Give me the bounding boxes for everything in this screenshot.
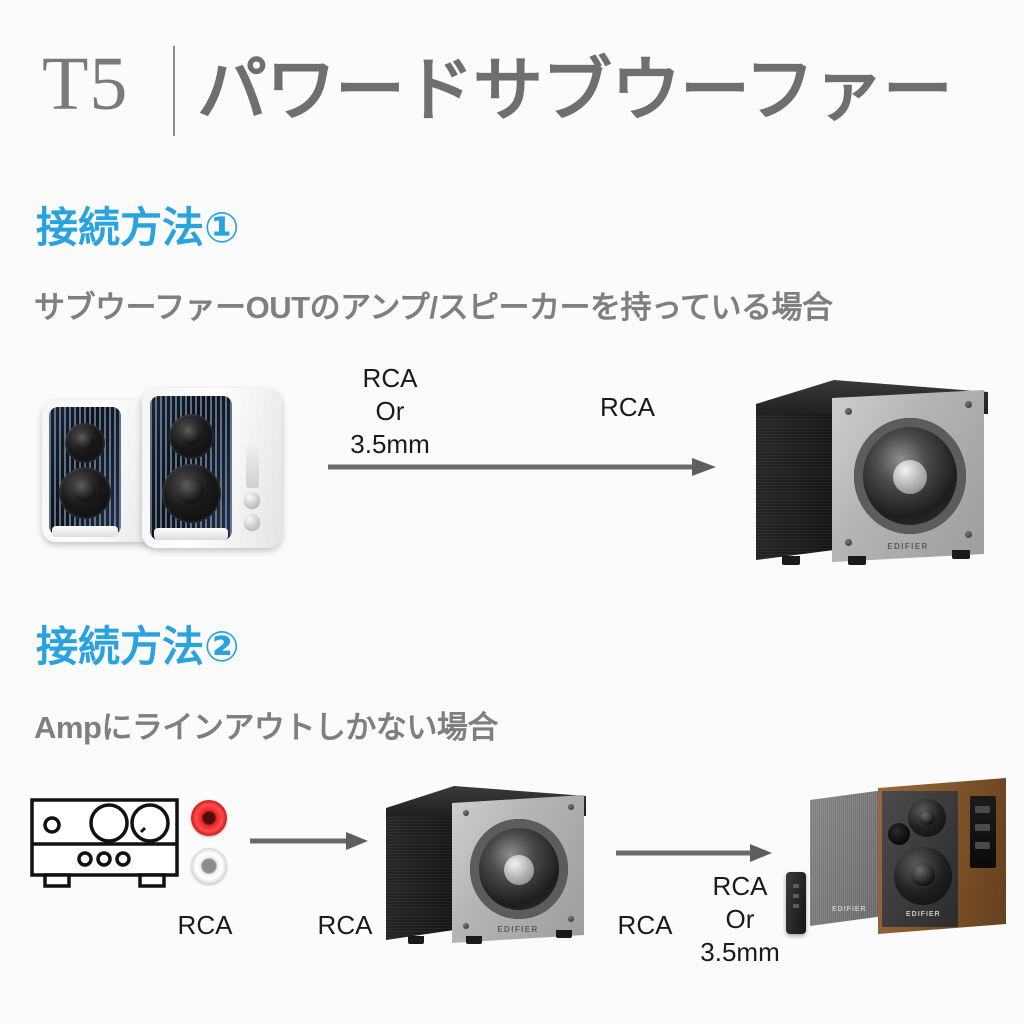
remote-button-1 — [793, 884, 799, 888]
control-panel — [246, 446, 259, 488]
cable-label-line-2: Or — [375, 396, 405, 426]
tweeter-left — [65, 423, 105, 463]
cable-label-line-2: Or — [725, 904, 755, 934]
cable-label-line-3: 3.5mm — [700, 937, 780, 967]
bass-port — [888, 823, 910, 845]
baffle-screw-bl — [845, 539, 852, 546]
section-1-subtitle: サブウーファーOUTのアンプ/スピーカーを持っている場合 — [34, 290, 833, 325]
volume-knob — [244, 492, 260, 508]
model-code: T5 — [42, 42, 129, 126]
volume-knob — [975, 842, 990, 849]
cable-label-sub-out: RCA — [617, 910, 673, 940]
cable-label-amp-out: RCA — [177, 910, 233, 940]
wood-bookshelf-speaker-pair: EDIFIER EDIFIER — [786, 772, 1024, 972]
powered-subwoofer-s2: EDIFIER — [386, 778, 586, 953]
woofer — [894, 847, 952, 905]
subwoofer-foot-3 — [556, 930, 572, 938]
cable-label-speaker-in: RCA Or 3.5mm — [680, 870, 800, 969]
baffle-screw-br — [568, 916, 574, 922]
white-speaker-left — [42, 400, 160, 542]
subwoofer-side-panel — [386, 802, 454, 940]
speaker-baffle: EDIFIER — [882, 791, 958, 927]
connection-arrow-sub-to-speakers — [616, 844, 772, 862]
woofer-left — [59, 467, 111, 519]
cable-label-sub-in: RCA — [317, 910, 373, 940]
speaker-face-right — [150, 396, 232, 540]
woofer-right — [162, 464, 221, 523]
rca-jack-white — [191, 848, 227, 884]
subwoofer-front-baffle: EDIFIER — [452, 795, 584, 943]
cable-label-line-3: 3.5mm — [350, 429, 430, 459]
white-bookshelf-speaker-pair — [34, 378, 314, 558]
side-control-panel — [970, 796, 996, 868]
subwoofer-foot-1 — [408, 936, 424, 944]
baffle-screw-tr — [568, 804, 574, 810]
cable-label-left-s1: RCA Or 3.5mm — [330, 362, 450, 461]
connection-arrow-s1 — [328, 458, 716, 476]
powered-subwoofer-s1: EDIFIER — [756, 370, 988, 575]
subwoofer-brand-logo: EDIFIER — [887, 542, 929, 551]
tweeter-right — [169, 414, 214, 459]
grille-brand-logo: EDIFIER — [832, 906, 867, 913]
subwoofer-foot-2 — [848, 556, 866, 565]
connection-arrow-amp-to-sub — [250, 832, 368, 850]
section-2-subtitle: Ampにラインアウトしかない場合 — [34, 710, 498, 745]
subwoofer-foot-2 — [466, 936, 482, 944]
wood-speaker-exposed: EDIFIER — [878, 778, 1006, 934]
baffle-screw-tl — [845, 408, 852, 415]
page-title: パワードサブウーファー — [197, 51, 953, 129]
cable-label-right-s1: RCA — [600, 392, 655, 422]
subwoofer-front-baffle: EDIFIER — [832, 390, 984, 562]
speaker-base-left — [52, 526, 118, 537]
baffle-screw-tl — [463, 810, 469, 816]
baffle-screw-bl — [463, 923, 469, 929]
subwoofer-surround — [854, 418, 966, 534]
bass-knob — [975, 824, 990, 831]
section-1-heading: 接続方法① — [36, 204, 240, 251]
cable-label-line-1: RCA — [362, 363, 418, 393]
remote-control — [786, 872, 806, 934]
subwoofer-side-panel — [756, 398, 834, 560]
subwoofer-dust-cap — [504, 855, 534, 885]
speaker-face-left — [49, 407, 121, 535]
baffle-screw-tr — [965, 401, 972, 408]
remote-button-3 — [793, 904, 799, 908]
remote-button-2 — [793, 894, 799, 898]
page-header: T5 パワードサブウーファー — [0, 0, 1024, 175]
tweeter — [908, 799, 946, 837]
baffle-brand-logo: EDIFIER — [906, 911, 941, 918]
title-divider — [173, 46, 175, 136]
wood-speaker-with-grille: EDIFIER — [810, 790, 884, 926]
baffle-screw-br — [965, 531, 972, 538]
treble-knob — [975, 806, 990, 813]
subwoofer-foot-1 — [782, 556, 800, 565]
section-2-heading: 接続方法② — [36, 623, 240, 670]
rca-jack-red — [191, 800, 227, 836]
speaker-base-right — [154, 528, 228, 540]
subwoofer-dust-cap — [893, 460, 927, 494]
white-speaker-right — [142, 388, 282, 548]
subwoofer-foot-3 — [952, 550, 970, 559]
amplifier-drawing — [30, 798, 179, 888]
amplifier-icon — [28, 795, 188, 890]
subwoofer-brand-logo: EDIFIER — [497, 925, 539, 934]
cable-label-line-1: RCA — [712, 871, 768, 901]
subwoofer-surround — [470, 819, 568, 919]
tone-knob — [244, 514, 260, 530]
